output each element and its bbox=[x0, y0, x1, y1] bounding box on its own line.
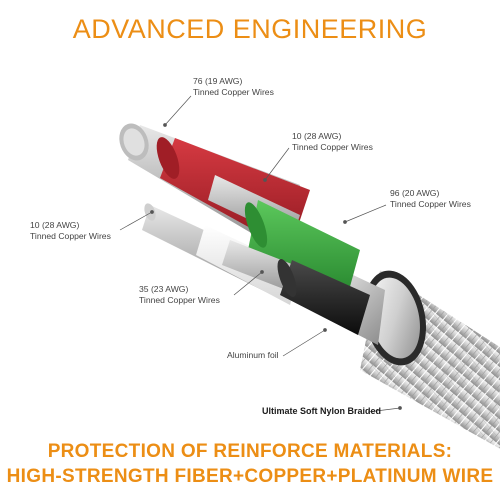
label-aluminum-foil: Aluminum foil bbox=[227, 350, 279, 360]
label-wire-10-left-desc: Tinned Copper Wires bbox=[30, 230, 111, 241]
label-wire-10-top-gauge: 10 (28 AWG) bbox=[292, 131, 342, 141]
label-wire-35: 35 (23 AWG) Tinned Copper Wires bbox=[139, 284, 220, 305]
label-wire-10-left: 10 (28 AWG) Tinned Copper Wires bbox=[30, 220, 111, 241]
footer-line-2: HIGH-STRENGTH FIBER+COPPER+PLATINUM WIRE bbox=[6, 466, 494, 487]
label-wire-96-gauge: 96 (20 AWG) bbox=[390, 188, 440, 198]
label-wire-76-gauge: 76 (19 AWG) bbox=[193, 76, 243, 86]
label-wire-76-desc: Tinned Copper Wires bbox=[193, 86, 274, 97]
label-wire-35-desc: Tinned Copper Wires bbox=[139, 294, 220, 305]
label-wire-10-top: 10 (28 AWG) Tinned Copper Wires bbox=[292, 131, 373, 152]
label-wire-76: 76 (19 AWG) Tinned Copper Wires bbox=[193, 76, 274, 97]
label-wire-96: 96 (20 AWG) Tinned Copper Wires bbox=[390, 188, 471, 209]
footer-line-1: PROTECTION OF REINFORCE MATERIALS: bbox=[47, 441, 453, 462]
label-wire-35-gauge: 35 (23 AWG) bbox=[139, 284, 189, 294]
label-nylon-braided: Ultimate Soft Nylon Braided bbox=[262, 406, 382, 416]
label-wire-96-desc: Tinned Copper Wires bbox=[390, 198, 471, 209]
label-wire-10-left-gauge: 10 (28 AWG) bbox=[30, 220, 80, 230]
leader-lines bbox=[119, 95, 402, 413]
label-wire-10-top-desc: Tinned Copper Wires bbox=[292, 141, 373, 152]
black-wire bbox=[222, 240, 370, 335]
page-title: ADVANCED ENGINEERING bbox=[72, 14, 428, 44]
